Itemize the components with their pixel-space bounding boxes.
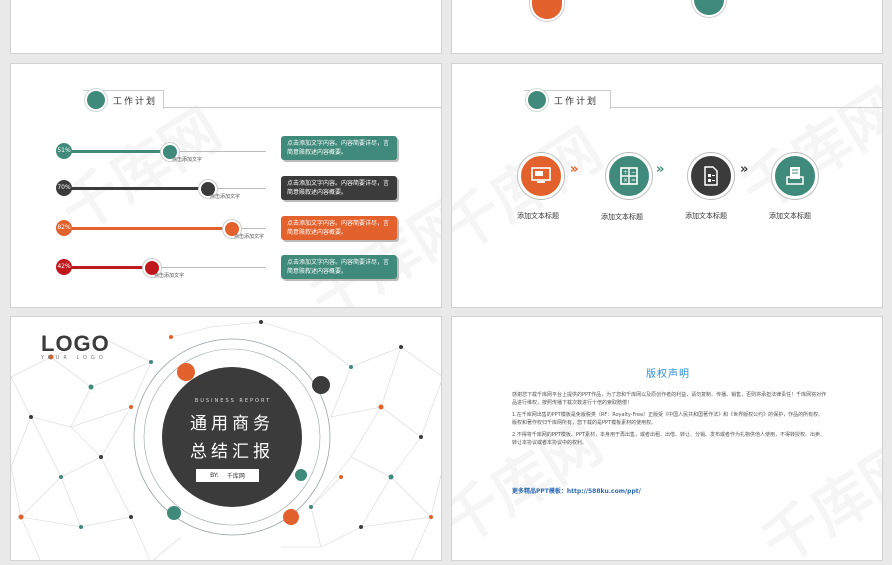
copyright-paragraph: 2.不得将千库网的PPT模板、PPT素材，本身用于再出售，或者出租、出借、转让、… bbox=[512, 432, 825, 446]
clipboard-icon bbox=[786, 167, 804, 185]
svg-text:+: + bbox=[623, 169, 628, 176]
progress-label: 点击添加文字 bbox=[154, 273, 185, 279]
arrow-2: » bbox=[656, 162, 665, 177]
progress-fill bbox=[66, 187, 206, 190]
copyright-paragraph: 1.在千库网出售的PPT模板是免版税类（RF：Royalty-Free）正版受《… bbox=[512, 412, 824, 426]
cover-kicker: BUSINESS REPORT bbox=[194, 398, 272, 404]
progress-percent: 51% bbox=[56, 143, 72, 159]
orange-step-fragment bbox=[532, 0, 562, 19]
svg-text:−: − bbox=[631, 169, 636, 176]
text-box: 点击添加文字内容。内容简要详尽，言简意赅叙述内容概要。 bbox=[281, 136, 397, 160]
author-name: 千库网 bbox=[226, 473, 245, 480]
progress-percent: 82% bbox=[56, 220, 72, 236]
slide-top-left[interactable] bbox=[10, 0, 442, 54]
arrow-1: » bbox=[570, 162, 579, 177]
progress-knob[interactable] bbox=[199, 180, 217, 198]
svg-text:×: × bbox=[623, 177, 628, 184]
calculator-icon: +−×= bbox=[620, 167, 638, 185]
cover-title-line1: 通用商务 bbox=[190, 414, 274, 434]
tab-outline bbox=[83, 90, 164, 109]
section-title: 工作计划 bbox=[554, 96, 599, 107]
document-icon bbox=[704, 166, 718, 186]
arrow-3: » bbox=[740, 162, 749, 177]
tab-dot bbox=[87, 91, 105, 109]
svg-text:=: = bbox=[631, 177, 636, 184]
progress-row: 82% 点击添加文字 bbox=[56, 220, 336, 251]
progress-label: 点击添加文字 bbox=[172, 157, 203, 163]
progress-label: 点击添加文字 bbox=[234, 234, 265, 240]
copyright-body: 感谢您下载千库网平台上提供的PPT作品，为了您和千库网以及原创作者的利益，请勿复… bbox=[512, 391, 828, 451]
slide-top-right[interactable] bbox=[451, 0, 883, 54]
logo: LOGO YOUR LOGO bbox=[41, 331, 110, 361]
step-document[interactable] bbox=[688, 153, 734, 199]
logo-subtext: YOUR LOGO bbox=[41, 355, 107, 361]
slide-copyright[interactable]: 千库网 千库网 版权声明 感谢您下载千库网平台上提供的PPT作品，为了您和千库网… bbox=[451, 316, 883, 561]
author-label: BY: bbox=[210, 472, 219, 479]
step-label: 添加文本标题 bbox=[517, 212, 559, 220]
copyright-title: 版权声明 bbox=[646, 369, 690, 380]
progress-label: 点击添加文字 bbox=[210, 194, 241, 200]
section-tab: 工作计划 bbox=[87, 91, 157, 109]
tab-dot bbox=[528, 91, 546, 109]
computer-icon bbox=[531, 167, 551, 183]
cover-title-line2: 总结汇报 bbox=[190, 442, 274, 462]
logo-text: LOGO bbox=[41, 331, 110, 356]
progress-fill bbox=[66, 227, 230, 230]
tab-underline bbox=[610, 107, 882, 108]
text-box: 点击添加文字内容。内容简要详尽，言简意赅叙述内容概要。 bbox=[281, 176, 397, 200]
progress-fill bbox=[66, 150, 168, 153]
copyright-paragraph: 感谢您下载千库网平台上提供的PPT作品，为了您和千库网以及原创作者的利益，请勿复… bbox=[512, 392, 827, 406]
step-label: 添加文本标题 bbox=[685, 212, 727, 220]
progress-row: 42% 点击添加文字 bbox=[56, 259, 336, 290]
section-title: 工作计划 bbox=[113, 96, 158, 107]
progress-percent: 42% bbox=[56, 259, 72, 275]
progress-track bbox=[66, 267, 266, 268]
green-step-fragment bbox=[694, 0, 724, 15]
author-badge: BY: 千库网 bbox=[196, 469, 259, 482]
progress-percent: 70% bbox=[56, 180, 72, 196]
step-label: 添加文本标题 bbox=[769, 212, 811, 220]
tab-outline bbox=[524, 90, 611, 109]
slide-work-plan-flow[interactable]: 千库网 千库网 工作计划 +−×= » » » 添加文本标题 添加文本标题 添加… bbox=[451, 63, 883, 308]
step-label: 添加文本标题 bbox=[601, 213, 643, 221]
more-templates-link[interactable]: 更多精品PPT模板：http://588ku.com/ppt/ bbox=[512, 488, 641, 495]
progress-fill bbox=[66, 266, 150, 269]
step-calculator[interactable]: +−×= bbox=[606, 153, 652, 199]
watermark: 千库网 bbox=[723, 64, 883, 227]
text-box: 点击添加文字内容。内容简要详尽，言简意赅叙述内容概要。 bbox=[281, 216, 397, 240]
step-clipboard[interactable] bbox=[772, 153, 818, 199]
text-box: 点击添加文字内容。内容简要详尽，言简意赅叙述内容概要。 bbox=[281, 255, 397, 279]
progress-knob[interactable] bbox=[143, 259, 161, 277]
slide-cover[interactable]: LOGO YOUR LOGO BUSINESS REPORT 通用商务 总结汇报… bbox=[10, 316, 442, 561]
progress-knob[interactable] bbox=[161, 143, 179, 161]
progress-row: 70% 点击添加文字 bbox=[56, 180, 336, 211]
step-computer[interactable] bbox=[518, 153, 564, 199]
progress-row: 51% 点击添加文字 bbox=[56, 143, 336, 174]
progress-knob[interactable] bbox=[223, 220, 241, 238]
tab-underline bbox=[163, 107, 441, 108]
slide-work-plan-progress[interactable]: 千库网 千库网 工作计划 51%点击添加文字点击添加文字内容。内容简要详尽，言简… bbox=[10, 63, 442, 308]
section-tab: 工作计划 bbox=[528, 91, 598, 109]
